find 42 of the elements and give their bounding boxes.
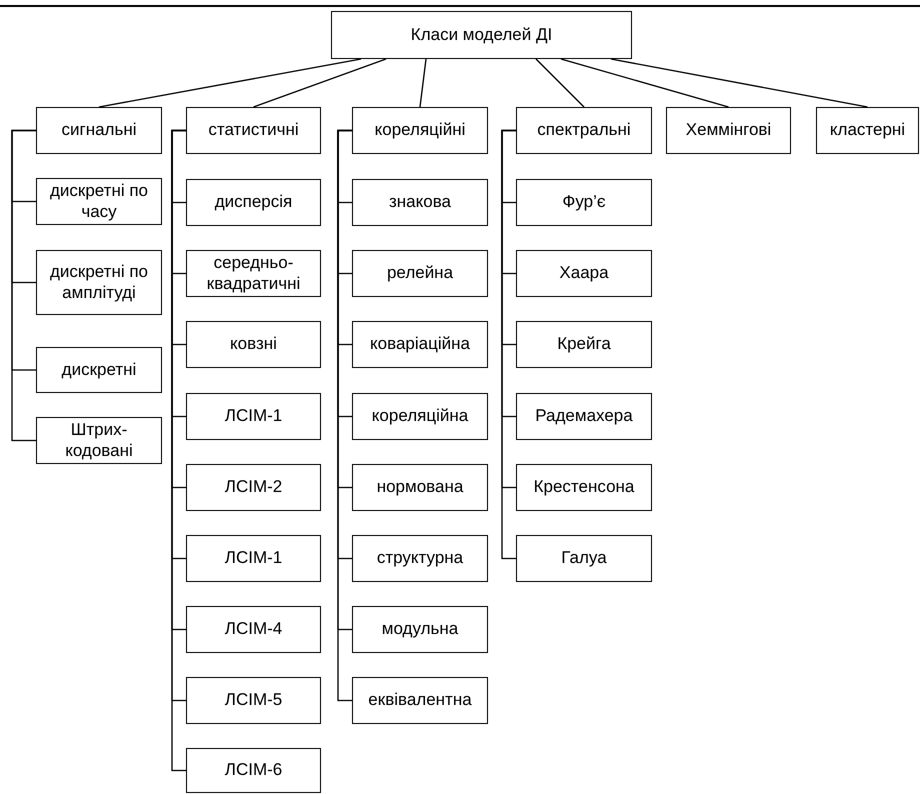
category-box: ЛСІМ-6: [186, 748, 321, 793]
root-box: Класи моделей ДІ: [331, 11, 632, 59]
category-box: дискретні: [36, 347, 162, 393]
category-box: ЛСІМ-1: [186, 393, 321, 440]
connector-line: [98, 58, 362, 108]
category-box: ЛСІМ-4: [186, 606, 321, 653]
category-box: структурна: [352, 535, 488, 582]
connector-line: [419, 58, 427, 108]
connector-line: [610, 58, 868, 108]
category-box: ЛСІМ-1: [186, 535, 321, 582]
category-box: Галуа: [516, 535, 652, 582]
category-box: ЛСІМ-5: [186, 677, 321, 724]
category-box: коваріаційна: [352, 321, 488, 368]
connector-line: [536, 58, 584, 108]
category-box: Хаара: [516, 250, 652, 297]
category-box: кореляційні: [352, 107, 488, 154]
category-box: модульна: [352, 606, 488, 653]
connector-line: [11, 130, 36, 442]
category-box: релейна: [352, 250, 488, 297]
connector-line: [560, 58, 729, 108]
category-box: кореляційна: [352, 393, 488, 440]
category-box: Хеммінгові: [666, 107, 791, 154]
category-box: статистичні: [186, 107, 321, 154]
category-box: кластерні: [816, 107, 919, 154]
category-box: Радемахера: [516, 393, 652, 440]
category-box: еквівалентна: [352, 677, 488, 724]
category-box: дискретні по амплітуді: [36, 250, 162, 315]
category-box: Штрих-кодовані: [36, 417, 162, 464]
connector-line: [253, 58, 386, 108]
category-box: ЛСІМ-2: [186, 464, 321, 511]
category-box: нормована: [352, 464, 488, 511]
category-box: дискретні по часу: [36, 178, 162, 225]
category-box: Крейга: [516, 321, 652, 368]
category-box: Фур’є: [516, 179, 652, 226]
connector-line: [501, 130, 516, 560]
category-box: середньо-квадратичні: [186, 250, 321, 297]
category-box: дисперсія: [186, 179, 321, 226]
category-box: Крестенсона: [516, 464, 652, 511]
category-box: сигнальні: [36, 107, 162, 154]
category-box: спектральні: [516, 107, 652, 154]
category-box: ковзні: [186, 321, 321, 368]
category-box: знакова: [352, 179, 488, 226]
